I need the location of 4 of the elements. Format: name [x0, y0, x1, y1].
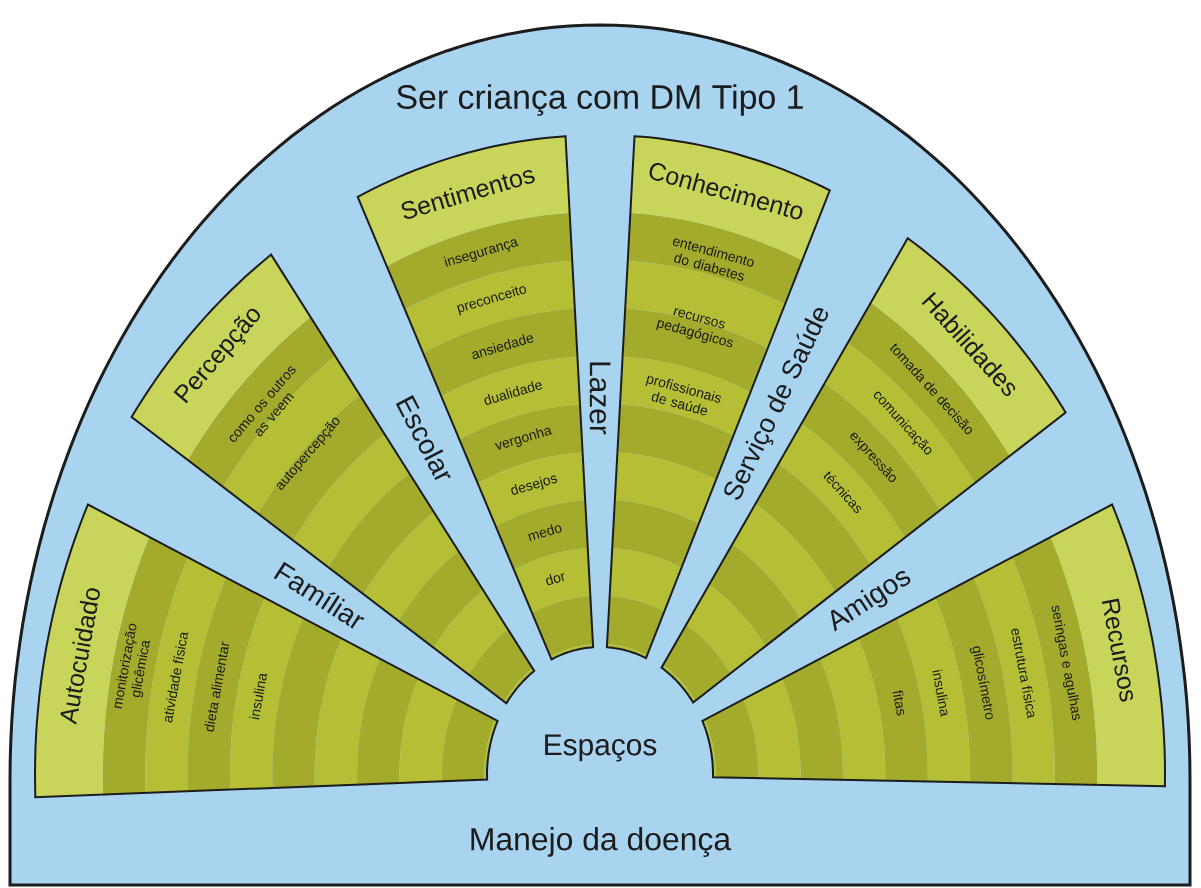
title: Ser criança com DM Tipo 1: [397, 84, 803, 116]
base-label: Manejo da doença: [471, 827, 732, 857]
item-label: dor: [546, 573, 565, 586]
center-label: Espaços: [545, 734, 657, 762]
